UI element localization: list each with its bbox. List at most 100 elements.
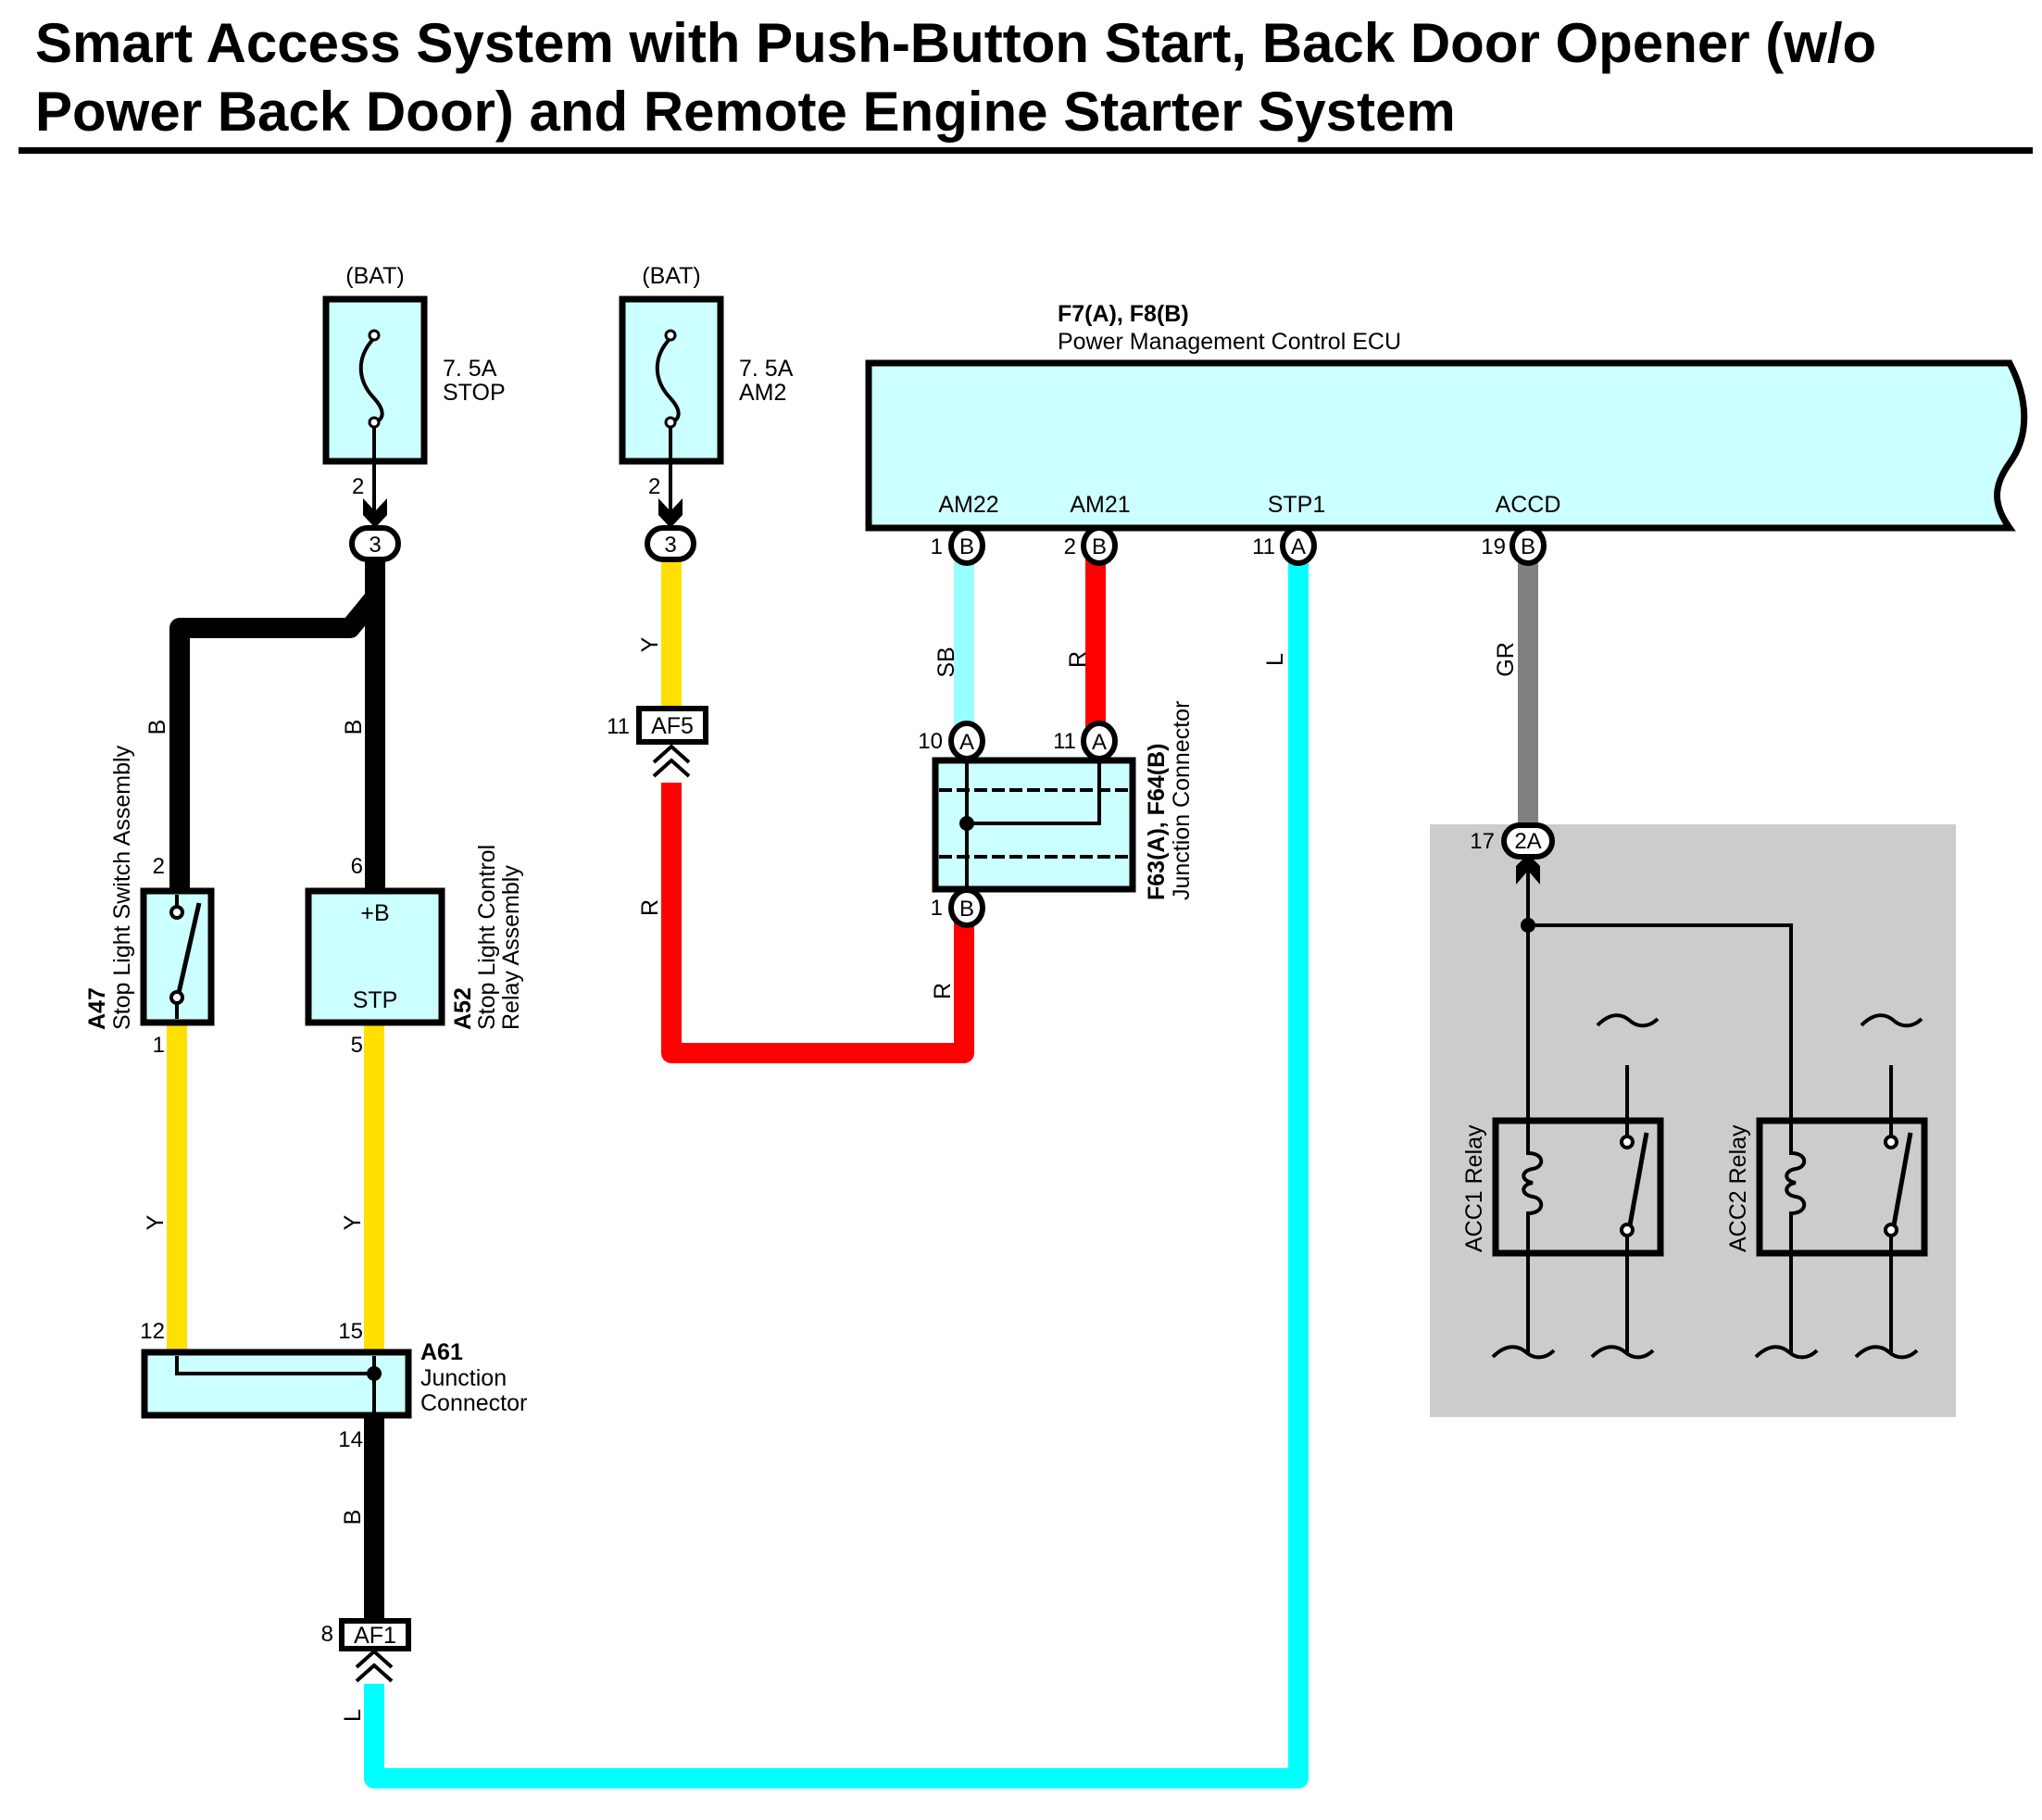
fuse-stop-source: (BAT): [345, 263, 404, 289]
junction-connector-f63-f64: 10 A 11 A 1 B F63(A), F64(B) Junction Co…: [918, 701, 1195, 928]
f64-pin-1: 1: [931, 896, 943, 921]
ecu-terminal-stp1-connector-letter: A: [1291, 534, 1306, 559]
wire-label-sb: SB: [933, 646, 959, 677]
a47-pin-bottom: 1: [153, 1033, 165, 1058]
ecu-terminal-stp1-label: STP1: [1268, 492, 1326, 518]
ecu-terminal-stp1-connector[interactable]: [1280, 525, 1317, 566]
a47-name: Stop Light Switch Assembly: [109, 745, 135, 1030]
relay-block-connector-label: 2A: [1514, 829, 1541, 854]
ecu-terminal-am22-connector[interactable]: [948, 525, 985, 566]
af1-box[interactable]: [339, 1618, 411, 1651]
fuse-stop-icon: [358, 336, 384, 424]
wire-label-y-a47: Y: [143, 1214, 169, 1230]
ecu-terminal-am22-connector-letter: B: [959, 534, 974, 559]
ecu-code: F7(A), F8(B): [1058, 301, 1189, 327]
wire-label-l-stp1: L: [1262, 653, 1288, 666]
acc1-relay: ACC1 Relay: [1461, 1013, 1664, 1360]
acc2-continuation-bottom-left-icon: [1754, 1345, 1819, 1360]
ecu-terminal-am21-connector-letter: B: [1092, 534, 1107, 559]
a52-name-line1: Stop Light Control: [474, 845, 500, 1030]
f64-pin-1-letter: B: [959, 897, 974, 922]
f63-name: Junction Connector: [1169, 701, 1195, 900]
af5-chevron-icon: [652, 744, 691, 778]
title-underline: [19, 147, 2033, 154]
relay-block-arrow-icon: [1516, 854, 1540, 885]
fuse-am2-connector[interactable]: [645, 525, 696, 562]
fuse-am2-icon: [655, 336, 681, 424]
ecu-terminal-am22-label: AM22: [938, 492, 998, 518]
fuse-am2-arrow-icon: [658, 498, 683, 528]
fuse-am2-name: AM2: [739, 380, 786, 406]
acc1-relay-coil-icon: [1522, 1121, 1544, 1253]
title-line-2: Power Back Door) and Remote Engine Start…: [35, 81, 1456, 143]
ecu-terminal-am21-connector[interactable]: [1081, 525, 1118, 566]
a52-pin-top: 6: [351, 854, 363, 879]
af5-label: AF5: [651, 713, 694, 739]
af5-box[interactable]: [636, 706, 708, 745]
fuse-stop-pin: 2: [352, 474, 364, 499]
a52-body[interactable]: [305, 887, 445, 1026]
acc1-continuation-top-icon: [1596, 1013, 1660, 1028]
f63-pin-11-letter: A: [1092, 730, 1107, 755]
acc1-relay-name: ACC1 Relay: [1461, 1124, 1487, 1252]
a61-body[interactable]: [141, 1349, 412, 1419]
wire-label-r-am21: R: [1065, 651, 1091, 668]
relay-block-connector-pin: 17: [1470, 829, 1495, 854]
fuse-stop-arrow-icon: [363, 498, 387, 528]
a52-terminal-b: +B: [360, 900, 389, 926]
a61-pin-bottom: 14: [338, 1427, 363, 1452]
acc2-continuation-top-icon: [1860, 1013, 1923, 1028]
f63-splice-dot: [959, 816, 974, 831]
fuse-am2-rating: 7. 5A: [739, 356, 794, 382]
af1-label: AF1: [354, 1623, 396, 1649]
stop-light-switch-a47: 2 1 A47 Stop Light Switch Assembly: [84, 745, 215, 1058]
fuse-stop-connector[interactable]: [349, 525, 401, 562]
ecu-terminal-am21-label: AM21: [1070, 492, 1130, 518]
fuse-am2: (BAT) 7. 5A AM2 2 3: [619, 263, 794, 562]
wire-label-r-af5: R: [637, 899, 663, 916]
f63-pin-11: 11: [1053, 729, 1076, 754]
wire-label-gr: GR: [1493, 642, 1519, 677]
wire-label-b-a52: B: [341, 720, 367, 735]
acc2-relay-switch-icon: [1891, 1132, 1913, 1226]
a61-pin-right: 15: [338, 1319, 363, 1344]
diagram-title: Smart Access System with Push-Button Sta…: [35, 9, 2036, 146]
junction-connector-a61: 12 15 14 A61 Junction Connector: [140, 1319, 527, 1452]
f63-pin-10: 10: [918, 729, 943, 754]
fuse-am2-pin: 2: [648, 474, 660, 499]
ecu-terminal-am21-pin: 2: [1064, 534, 1076, 559]
acc1-continuation-bottom-right-icon: [1590, 1345, 1655, 1360]
f64-pin-1-connector[interactable]: [948, 887, 985, 928]
fuse-stop: (BAT) 7. 5A STOP 2 3: [322, 263, 506, 562]
a61-name-line1: Junction: [420, 1365, 507, 1391]
acc1-relay-body[interactable]: [1492, 1117, 1664, 1257]
fuse-stop-connector-label: 3: [369, 533, 381, 558]
af1-chevron-icon: [355, 1649, 394, 1683]
a52-terminal-stp: STP: [353, 987, 398, 1013]
wire-label-y-af5: Y: [637, 636, 663, 652]
acc2-continuation-bottom-right-icon: [1854, 1345, 1919, 1360]
ecu-terminal-stp1-pin: 11: [1252, 534, 1275, 559]
title-line-1: Smart Access System with Push-Button Sta…: [35, 12, 1877, 74]
fuse-am2-connector-label: 3: [664, 533, 676, 558]
switch-icon: [169, 895, 202, 1019]
acc2-relay-body[interactable]: [1756, 1117, 1928, 1257]
ecu-body[interactable]: [865, 359, 2028, 532]
ecu-terminal-accd-connector[interactable]: [1510, 525, 1547, 566]
fuse-stop-rating: 7. 5A: [443, 356, 497, 382]
wire-l-af1-to-stp1: [364, 559, 1309, 1789]
acc2-relay-name: ACC2 Relay: [1725, 1124, 1751, 1252]
ecu-terminal-accd-label: ACCD: [1496, 492, 1561, 518]
ecu-name: Power Management Control ECU: [1058, 329, 1401, 355]
ecu-terminal-accd-connector-letter: B: [1521, 534, 1535, 559]
ecu-terminal-accd-pin: 19: [1481, 534, 1506, 559]
wire-label-b-a47: B: [144, 720, 170, 735]
fuse-stop-name: STOP: [443, 380, 506, 406]
a61-pin-left: 12: [140, 1319, 165, 1344]
a61-code: A61: [420, 1339, 463, 1365]
a61-splice-dot: [367, 1366, 382, 1381]
wire-label-l-af1: L: [340, 1709, 366, 1722]
f63-code: F63(A), F64(B): [1144, 744, 1170, 900]
a52-name-line2: Relay Assembly: [498, 865, 524, 1030]
